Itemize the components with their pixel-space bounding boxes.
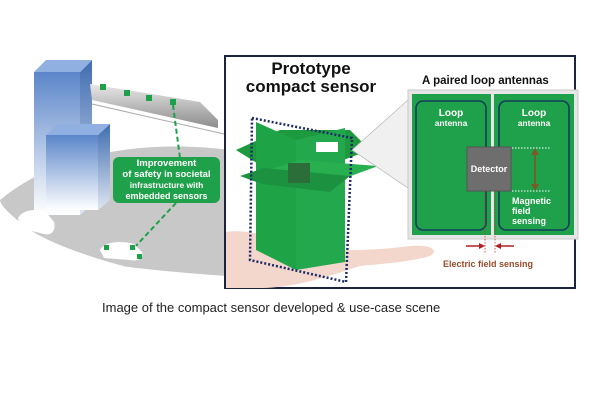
sensor-dot	[170, 99, 176, 105]
sensor-dot	[124, 90, 130, 96]
short-building	[46, 124, 110, 210]
electric-field-label: Electric field sensing	[443, 259, 534, 269]
prototype-title-line1: Prototype	[271, 59, 351, 78]
detector-box	[466, 146, 512, 192]
zoom-wedge	[351, 99, 409, 189]
prototype-title: Prototype compact sensor	[236, 60, 386, 96]
sensor-cube	[288, 163, 310, 183]
road-inner-edge	[0, 240, 230, 290]
antenna-diagram-title: A paired loop antennas	[422, 75, 549, 87]
right-antenna-line2: antenna	[517, 118, 551, 128]
callout-line: embedded sensors	[125, 190, 208, 201]
magnetic-line: field	[512, 206, 531, 216]
dashed-connector-train	[172, 104, 181, 159]
callout-line: infrastructure with	[129, 180, 204, 190]
safety-callout: Improvement of safety in societal infras…	[113, 157, 220, 203]
prototype-title-line2: compact sensor	[245, 77, 377, 96]
sensor-dot	[100, 84, 106, 90]
right-antenna-label: Loop antenna	[499, 108, 569, 129]
left-antenna-line1: Loop	[438, 108, 464, 119]
antenna-diagram	[407, 89, 579, 254]
magnetic-line: Magnetic	[512, 196, 552, 206]
dashed-connector-car	[133, 202, 177, 249]
magnetic-field-label: Magnetic field sensing	[512, 196, 551, 226]
car	[18, 210, 55, 235]
car-with-sensors	[100, 242, 143, 261]
callout-line: Improvement	[136, 158, 197, 169]
detector-label: Detector	[470, 164, 508, 174]
sensor-dot	[146, 95, 152, 101]
left-antenna-label: Loop antenna	[416, 108, 486, 129]
sensor-label-sticker	[316, 142, 338, 152]
figure-caption: Image of the compact sensor developed & …	[102, 300, 441, 315]
callout-line: of safety in societal	[122, 168, 211, 180]
left-antenna-line2: antenna	[434, 118, 468, 128]
magnetic-line: sensing	[512, 216, 547, 226]
train	[90, 84, 225, 135]
right-antenna-line1: Loop	[521, 108, 547, 119]
compact-sensor-photo	[236, 116, 378, 284]
